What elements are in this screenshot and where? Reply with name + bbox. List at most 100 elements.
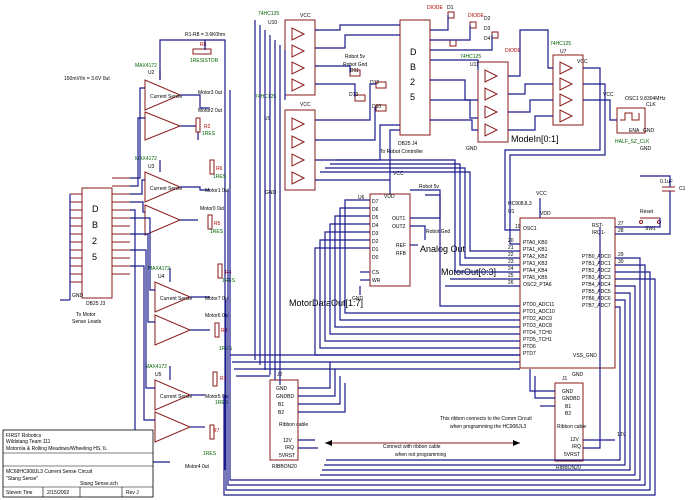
connect-note-line2: when not programming	[395, 452, 446, 458]
svg-text:SW1: SW1	[645, 226, 656, 232]
svg-text:22: 22	[508, 252, 514, 258]
gain-note: 150mV/In = 3.6V 0ut	[64, 76, 110, 82]
svg-text:74HC125: 74HC125	[255, 94, 276, 100]
svg-text:PTB2_ADC2: PTB2_ADC2	[582, 268, 611, 274]
amp-u2: MAX4172 U2 Current Sense	[135, 63, 182, 141]
mcu-u1: HC908JL3 U1 VDD VSS_GND OSC1 PTA0_KB0 PT…	[508, 201, 616, 369]
svg-text:21: 21	[508, 245, 514, 251]
svg-text:DIODE: DIODE	[505, 48, 522, 54]
analog-out-label: Analog Out	[420, 244, 466, 254]
title-rev: Rev J	[126, 490, 139, 496]
j3-gnd-label: GND	[72, 293, 84, 299]
svg-text:B2: B2	[278, 410, 284, 416]
motor-data-out-label: MotorDataOut[1:7]	[289, 298, 363, 308]
svg-text:PTB5_ADC5: PTB5_ADC5	[582, 289, 611, 295]
svg-text:B: B	[92, 220, 98, 230]
svg-text:OSC2_PTA6: OSC2_PTA6	[523, 282, 552, 288]
svg-text:PTD3_ADC8: PTD3_ADC8	[523, 323, 552, 329]
gnd-symbols: GND GND GND GND GND	[265, 146, 652, 378]
svg-text:D1: D1	[447, 5, 454, 11]
resistor-r8	[192, 48, 212, 55]
svg-text:U7: U7	[560, 49, 567, 55]
amp-u5: MAX4172 U5 Current Sense	[145, 364, 192, 443]
amp-u3: MAX4172 U3 Current Sense	[135, 156, 182, 236]
svg-text:J3: J3	[100, 301, 106, 307]
svg-text:B2: B2	[565, 411, 571, 417]
svg-text:29: 29	[618, 252, 624, 258]
svg-text:VDD: VDD	[540, 211, 551, 217]
svg-text:DIODE: DIODE	[427, 5, 444, 11]
diode-tags: D11 D12 D13 D10	[349, 68, 387, 112]
svg-text:25: 25	[508, 273, 514, 279]
svg-text:R5: R5	[214, 221, 221, 227]
svg-text:9.8304MHz: 9.8304MHz	[640, 96, 666, 102]
svg-text:PTB7_ADC7: PTB7_ADC7	[582, 303, 611, 309]
ribbon-j1: J1 GND GNDBD B1 B2 12V IRQ 5VRST Ribbon …	[554, 376, 627, 471]
svg-text:D1: D1	[372, 247, 379, 253]
motor4-label: Motor4 0ut	[185, 464, 210, 470]
svg-text:CLK: CLK	[646, 102, 656, 108]
svg-text:2: 2	[410, 77, 415, 87]
motor5-label: Motor5 0ut	[205, 394, 230, 400]
svg-text:R6: R6	[216, 166, 223, 172]
motor0-label: Motor0 0ut	[200, 206, 225, 212]
motor7-label: Motor7 0ut	[205, 296, 230, 302]
mode-in-label: ModeIn[0:1]	[511, 134, 559, 144]
svg-text:OUT1: OUT1	[392, 216, 406, 222]
svg-text:1RES: 1RES	[210, 229, 224, 235]
r8-part: 1RESISTOR	[190, 58, 219, 64]
svg-text:GND: GND	[466, 146, 478, 152]
svg-text:IRQ: IRQ	[285, 445, 294, 451]
svg-text:REF: REF	[396, 243, 406, 249]
svg-text:U6: U6	[358, 195, 365, 201]
connector-j4: D B 2 5 DB25 J4 To Robot Controller	[380, 19, 431, 155]
svg-text:PTB3_ADC3: PTB3_ADC3	[582, 275, 611, 281]
svg-text:Ribbon cable: Ribbon cable	[557, 424, 586, 430]
svg-text:U2: U2	[148, 70, 155, 76]
u1-vcc-label: VCC	[536, 191, 547, 197]
svg-text:12V: 12V	[570, 437, 580, 443]
svg-text:R7: R7	[213, 428, 220, 434]
resistor-r5: R5 1RES	[207, 214, 224, 235]
svg-text:1RES: 1RES	[202, 131, 216, 137]
svg-text:CS: CS	[372, 270, 380, 276]
svg-text:IRQ: IRQ	[572, 444, 581, 450]
svg-text:U4: U4	[158, 274, 165, 280]
ribbon-note-line2: when programming the HC908JL3	[450, 424, 526, 430]
svg-text:GND: GND	[572, 372, 584, 378]
svg-text:ENA: ENA	[629, 128, 640, 134]
amp-u4: MAX4172 U4 Current Sense	[148, 266, 192, 346]
connect-arrow	[325, 440, 520, 446]
dac-u6: U6 D7 D6 D5 D4 D3 D2 D1 D0 CS WR OUT1 OU…	[358, 193, 411, 287]
svg-text:J1: J1	[562, 376, 568, 382]
title-team3: Motorola & Rolling Meadows/Wheeling HS, …	[6, 446, 107, 452]
svg-text:GND: GND	[352, 296, 364, 302]
svg-text:Current Sense: Current Sense	[160, 296, 192, 302]
svg-text:GNDBD: GNDBD	[562, 396, 580, 402]
svg-text:D2: D2	[372, 239, 379, 245]
svg-text:1RES: 1RES	[213, 174, 227, 180]
svg-text:PTD2_ADC9: PTD2_ADC9	[523, 316, 552, 322]
motor2-label: Motor2 0ut	[198, 108, 223, 114]
svg-text:GND: GND	[265, 190, 277, 196]
svg-text:PTA1_KB1: PTA1_KB1	[523, 247, 548, 253]
resistor-r6: R6 1RES	[209, 159, 227, 180]
svg-text:D13: D13	[349, 92, 358, 98]
capacitor-c1: 0.1uF C1	[660, 179, 686, 192]
osc-vcc-label: VCC	[603, 92, 614, 98]
svg-text:1RES: 1RES	[222, 278, 236, 284]
reset-switch: Reset SW1	[639, 209, 661, 232]
connect-note-line1: Connect with ribbon cable	[383, 444, 441, 450]
svg-text:GND: GND	[643, 128, 655, 134]
svg-text:D10: D10	[372, 104, 381, 110]
svg-text:PTB4_ADC4: PTB4_ADC4	[582, 282, 611, 288]
svg-text:J4: J4	[412, 141, 418, 147]
svg-text:GND: GND	[562, 389, 574, 395]
svg-text:D7: D7	[372, 199, 379, 205]
svg-text:U3: U3	[148, 164, 155, 170]
svg-text:D: D	[92, 204, 99, 214]
svg-text:U5: U5	[155, 372, 162, 378]
buffer-u9: 74HC125 U9	[255, 94, 316, 191]
buffer-u7: 74HC125 U7	[550, 41, 584, 126]
